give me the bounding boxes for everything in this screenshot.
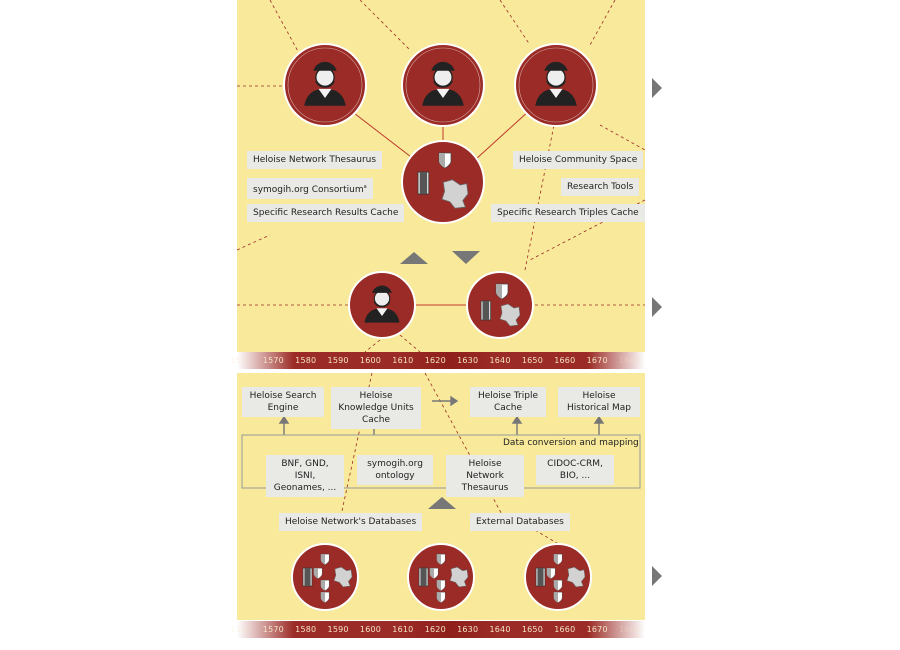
timeline-tick: 1630 bbox=[457, 356, 479, 365]
label-text: Specific Research Triples Cache bbox=[497, 208, 639, 218]
timeline-tick: 1670 bbox=[586, 356, 608, 365]
timeline-tick: 1590 bbox=[327, 625, 349, 634]
label-community-space: Heloise Community Space bbox=[513, 151, 644, 169]
label-historical-map: Heloise Historical Map bbox=[558, 387, 640, 417]
timeline-tick: 1650 bbox=[521, 356, 544, 365]
label-cidoc: CIDOC-CRM, BIO, ... bbox=[536, 455, 614, 485]
label-research-tools: Research Tools bbox=[561, 178, 640, 196]
conversion-title: Data conversion and mapping bbox=[503, 438, 639, 448]
label-consortium: symogih.org Consortiuma bbox=[247, 178, 373, 199]
node-person-4[interactable] bbox=[348, 271, 416, 339]
label-results-cache: Specific Research Results Cache bbox=[247, 204, 405, 222]
label-text: CIDOC-CRM, BIO, ... bbox=[547, 459, 603, 481]
timeline-tick: 1640 bbox=[489, 625, 511, 634]
timeline-top: 1560 1570 1580 1590 1600 1610 1620 1630 1640 1650… bbox=[230, 352, 645, 369]
books-icon bbox=[418, 567, 429, 587]
timeline-tick: 1570 bbox=[262, 625, 284, 634]
label-text: Heloise Network's Databases bbox=[285, 517, 417, 527]
label-text: Heloise Network Thesaurus bbox=[461, 459, 509, 493]
label-text: Heloise Triple Cache bbox=[477, 391, 539, 413]
conversion-box bbox=[241, 434, 641, 489]
label-triple-cache: Heloise Triple Cache bbox=[470, 387, 546, 417]
label-text: Heloise Search Engine bbox=[249, 391, 317, 413]
label-external-databases: External Databases bbox=[470, 513, 570, 531]
timeline-tick: 1570 bbox=[262, 356, 284, 365]
label-authority-files: BNF, GND, ISNI, Geonames, ... bbox=[266, 455, 344, 497]
label-knowledge-cache: Heloise Knowledge Units Cache bbox=[331, 387, 421, 429]
node-database-3[interactable] bbox=[524, 543, 592, 611]
timeline-tick: 1640 bbox=[489, 356, 511, 365]
label-network-thesaurus: Heloise Network Thesaurus bbox=[247, 151, 383, 169]
node-database-2[interactable] bbox=[407, 543, 475, 611]
footnote-mark: a bbox=[363, 184, 367, 190]
timeline-tick: 1580 bbox=[295, 356, 317, 365]
label-network-databases: Heloise Network's Databases bbox=[279, 513, 423, 531]
label-text: symogih.org ontology bbox=[367, 459, 423, 481]
books-icon bbox=[480, 300, 492, 321]
label-text: Heloise Network Thesaurus bbox=[253, 155, 377, 165]
timeline-tick: 1660 bbox=[554, 625, 576, 634]
books-icon bbox=[417, 171, 430, 195]
node-person-1[interactable] bbox=[283, 43, 367, 127]
label-text: Specific Research Results Cache bbox=[253, 208, 399, 218]
timeline-bottom: 1560 1570 1580 1590 1600 1610 1620 1630 1640 1650… bbox=[230, 621, 645, 638]
timeline-tick: 1650 bbox=[521, 625, 544, 634]
timeline-tick: 1610 bbox=[392, 356, 414, 365]
label-text: Research Tools bbox=[567, 182, 634, 192]
node-hub[interactable] bbox=[401, 140, 485, 224]
label-text: Heloise Community Space bbox=[519, 155, 638, 165]
label-network-thesaurus-2: Heloise Network Thesaurus bbox=[446, 455, 524, 497]
label-symogih-ontology: symogih.org ontology bbox=[357, 455, 433, 485]
timeline-tick: 1680 bbox=[618, 625, 641, 634]
timeline-tick: 1660 bbox=[554, 356, 576, 365]
books-icon bbox=[535, 567, 546, 587]
label-text: Heloise Knowledge Units Cache bbox=[338, 391, 414, 425]
timeline-tick: 1600 bbox=[359, 356, 382, 365]
timeline-tick: 1680 bbox=[618, 356, 641, 365]
node-resources-middle[interactable] bbox=[466, 271, 534, 339]
node-person-3[interactable] bbox=[514, 43, 598, 127]
timeline-tick: 1670 bbox=[586, 625, 608, 634]
timeline-tick: 1560 bbox=[230, 356, 252, 365]
timeline-tick: 1600 bbox=[359, 625, 382, 634]
label-text: symogih.org Consortium bbox=[253, 185, 364, 195]
timeline-tick: 1610 bbox=[392, 625, 414, 634]
triangle-arrow-icon bbox=[400, 78, 662, 586]
label-text: External Databases bbox=[476, 517, 564, 527]
books-icon bbox=[302, 567, 313, 587]
label-search-engine: Heloise Search Engine bbox=[242, 387, 324, 417]
timeline-tick: 1580 bbox=[295, 625, 317, 634]
timeline-tick: 1630 bbox=[457, 625, 479, 634]
node-database-1[interactable] bbox=[291, 543, 359, 611]
label-text: BNF, GND, ISNI, Geonames, ... bbox=[273, 459, 337, 493]
label-triples-cache: Specific Research Triples Cache bbox=[491, 204, 645, 222]
timeline-tick: 1620 bbox=[424, 356, 446, 365]
timeline-tick: 1560 bbox=[230, 625, 252, 634]
label-text: Heloise Historical Map bbox=[566, 391, 631, 413]
node-person-2[interactable] bbox=[401, 43, 485, 127]
timeline-tick: 1590 bbox=[327, 356, 349, 365]
pipeline-arrows bbox=[278, 395, 605, 435]
timeline-tick: 1620 bbox=[424, 625, 446, 634]
